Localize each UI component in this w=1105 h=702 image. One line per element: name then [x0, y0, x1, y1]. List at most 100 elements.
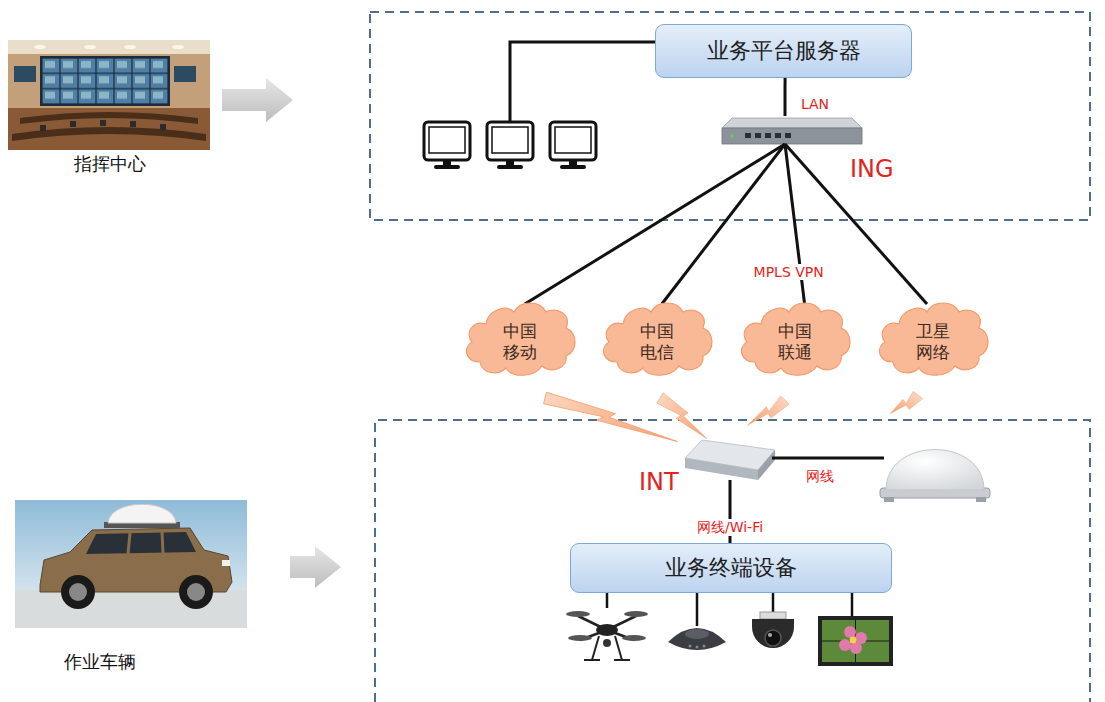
- camera-icon: [768, 633, 772, 637]
- monitor-icon: [560, 165, 586, 169]
- satellite-dome-icon: [884, 497, 894, 502]
- monitor-icon: [497, 165, 523, 169]
- command-center-photo: [42, 58, 168, 104]
- gateway-device-icon: [765, 133, 771, 138]
- photo-node: 作业车辆: [15, 500, 247, 674]
- node-text: 业务平台服务器: [707, 36, 861, 66]
- vehicle-photo: [162, 532, 163, 553]
- conference-phone-icon: [689, 645, 692, 648]
- vehicle-photo: [69, 583, 87, 601]
- display-icon: [818, 616, 893, 666]
- vehicle-photo: [61, 575, 95, 609]
- connector: [784, 78, 787, 116]
- node-text: 中国 电信: [635, 321, 679, 364]
- conference-phone-icon: [696, 646, 699, 649]
- command-center-photo: [40, 56, 170, 106]
- monitor-icon: [487, 122, 533, 160]
- gateway-device-icon: [755, 133, 761, 138]
- server-box: 业务平台服务器: [655, 24, 912, 78]
- connector-label: MPLS VPN: [751, 264, 827, 281]
- wireless-bolt: [890, 389, 922, 424]
- display-icon: [818, 616, 893, 666]
- monitor-icon: [550, 122, 596, 160]
- dashed-region: [370, 12, 1090, 220]
- command-center-photo: [8, 40, 210, 54]
- command-center-photo: [40, 125, 46, 131]
- wire: [607, 593, 852, 626]
- photo-caption: 指挥中心: [8, 152, 212, 176]
- camera-icon: [752, 619, 794, 648]
- monitor-icon: [424, 122, 470, 160]
- terminal-box: 业务终端设备: [570, 543, 892, 593]
- drone-icon: [568, 635, 592, 641]
- gateway-device-icon: [722, 128, 862, 144]
- node-text: 中国 联通: [773, 321, 817, 364]
- device-label: ING: [850, 155, 894, 183]
- command-center-photo: [34, 45, 46, 49]
- satellite-dome-icon: [976, 497, 986, 502]
- gateway-device-icon: [722, 118, 862, 144]
- wire: [696, 593, 699, 626]
- drone-icon: [584, 636, 630, 660]
- command-center-photo: [20, 112, 198, 124]
- command-center-photo: [172, 45, 184, 49]
- vehicle-photo: [15, 500, 247, 628]
- satellite-dome-icon: [886, 450, 984, 491]
- network-cloud: 中国 电信: [597, 300, 717, 380]
- display-icon: [822, 620, 889, 662]
- camera-icon: [760, 612, 786, 619]
- camera-icon: [752, 612, 794, 648]
- wire: [772, 593, 775, 612]
- command-center-photo: [8, 108, 210, 150]
- terminal-device-icon: [685, 440, 775, 480]
- drone-icon: [596, 624, 618, 636]
- monitor-icon: [550, 122, 596, 169]
- dashed-region: [375, 420, 1090, 702]
- wire: [772, 457, 884, 460]
- display-icon: [839, 639, 851, 651]
- network-cloud: 中国 联通: [735, 300, 855, 380]
- monitor-icon: [506, 160, 514, 165]
- command-center-photo: [160, 124, 166, 130]
- drone-icon: [566, 611, 590, 617]
- vehicle-photo: [222, 560, 230, 566]
- gateway-device: ING: [722, 116, 862, 144]
- display-icon: [844, 626, 856, 638]
- node-text: 中国 移动: [498, 321, 542, 364]
- command-center-photo: [130, 121, 136, 127]
- free-label: 网线: [806, 468, 834, 485]
- monitor-icon: [569, 160, 577, 165]
- satellite-dome-icon: [880, 450, 990, 503]
- cloud-shape: [741, 303, 850, 375]
- photo-node: 指挥中心: [8, 40, 212, 176]
- command-center-photo: [84, 45, 96, 49]
- cloud-shape: [879, 303, 988, 375]
- cloud-shape: [603, 303, 712, 375]
- vehicle-photo: [128, 533, 130, 554]
- connector-label: LAN: [798, 96, 832, 113]
- terminal-device: INT: [685, 440, 775, 480]
- wire: [851, 593, 854, 616]
- gateway-device-icon: [730, 134, 734, 138]
- monitor-icon: [492, 127, 528, 153]
- wire: [606, 593, 609, 608]
- connector: [525, 144, 785, 304]
- display-icon: [850, 642, 862, 654]
- command-center-photo: [174, 66, 196, 82]
- conference-phone-icon: [685, 629, 709, 639]
- conference-phone-icon: [668, 628, 726, 650]
- monitor-icon: [443, 160, 451, 165]
- wireless-bolt: [748, 393, 790, 436]
- vehicle-photo: [15, 500, 247, 628]
- conference-phone-icon: [703, 645, 706, 648]
- drone-icon: [603, 639, 611, 647]
- device-label: INT: [639, 468, 679, 496]
- monitor-icon: [424, 122, 470, 169]
- gateway-device-icon: [775, 133, 781, 138]
- display-icon: [850, 637, 857, 644]
- drone-icon: [624, 611, 648, 617]
- terminal-device-icon: [758, 450, 775, 480]
- vehicle-photo: [179, 575, 213, 609]
- flow-arrow: [290, 546, 341, 588]
